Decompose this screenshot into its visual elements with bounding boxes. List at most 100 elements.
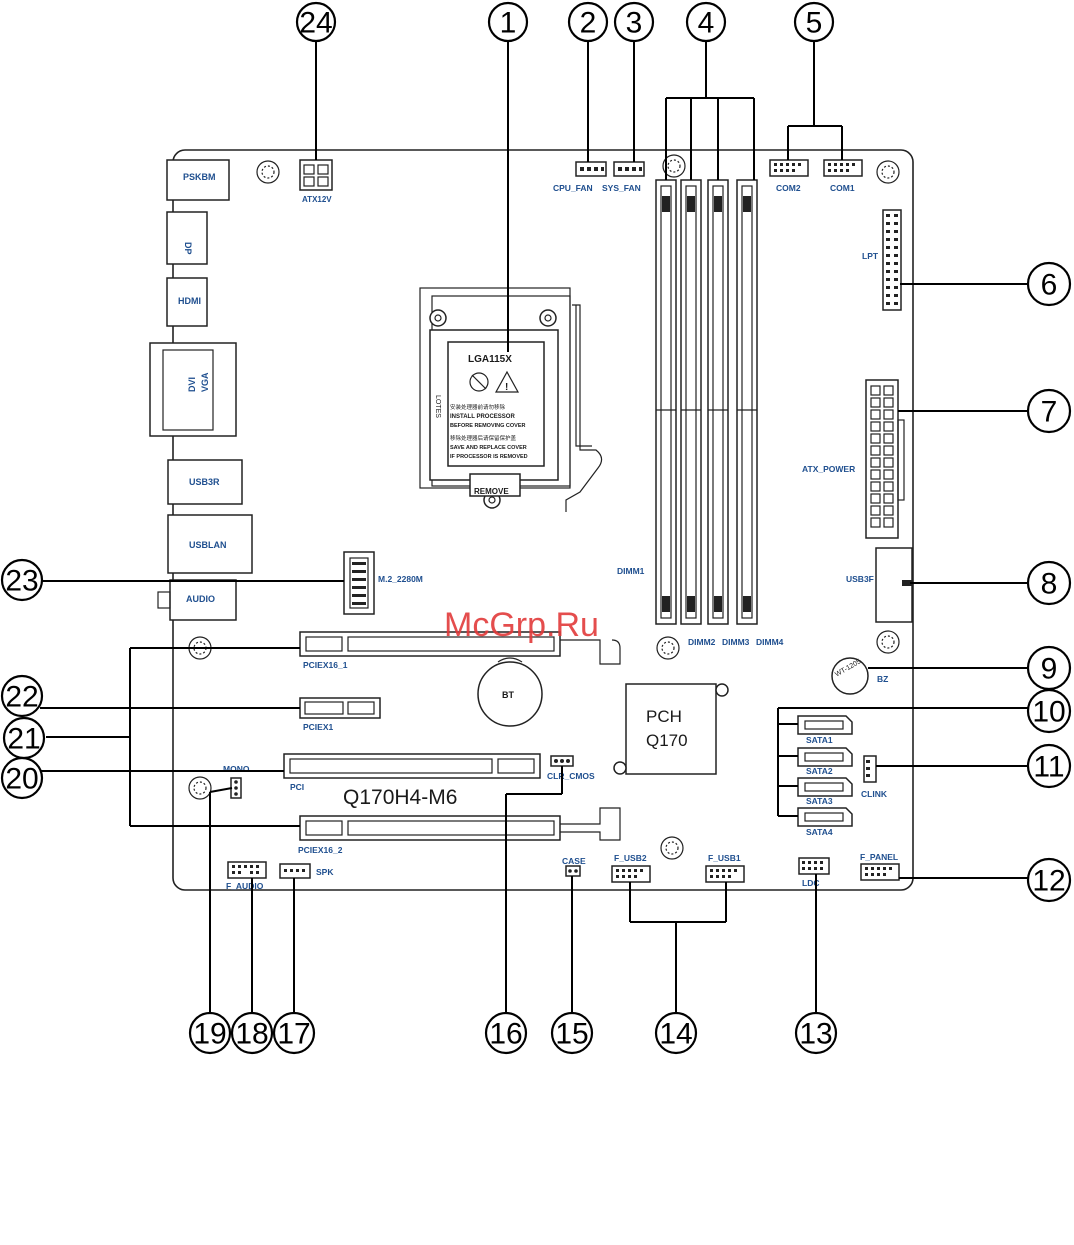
- pciex16-2-slot: PCIEX16_2: [298, 807, 621, 855]
- socket-line-5: SAVE AND REPLACE COVER: [450, 445, 527, 451]
- socket-line-6: IF PROCESSOR IS REMOVED: [450, 454, 528, 460]
- com1-label: COM1: [830, 183, 855, 193]
- callout-13: 13: [794, 1011, 838, 1055]
- callout-8: 8: [1026, 560, 1072, 606]
- f-panel-label: F_PANEL: [860, 852, 898, 862]
- svg-text:!: !: [505, 382, 508, 393]
- socket-line-1: 安装处理器前请勿移除: [450, 403, 506, 411]
- callout-2: 2: [567, 1, 609, 43]
- svg-text:21: 21: [7, 723, 40, 756]
- lga-label: LGA115X: [468, 354, 512, 365]
- svg-text:7: 7: [1041, 396, 1058, 429]
- pciex16-1-label: PCIEX16_1: [303, 660, 348, 670]
- pciex16-1-slot: PCIEX16_1: [299, 631, 621, 670]
- callout-24: 24: [295, 1, 337, 43]
- sata4-label: SATA4: [806, 827, 833, 837]
- callout-14: 14: [654, 1011, 698, 1055]
- dimm2-slot: [680, 179, 702, 625]
- dvi-label: DVI: [187, 377, 197, 392]
- callout-4: 4: [685, 1, 727, 43]
- svg-text:12: 12: [1032, 865, 1065, 898]
- svg-text:20: 20: [5, 763, 38, 796]
- svg-text:1: 1: [500, 7, 517, 40]
- pch-line-2: Q170: [646, 731, 688, 750]
- callout-3: 3: [613, 1, 655, 43]
- leader-lines: [40, 40, 1028, 1016]
- svg-text:6: 6: [1041, 269, 1058, 302]
- svg-text:15: 15: [555, 1018, 588, 1051]
- svg-text:13: 13: [799, 1018, 832, 1051]
- socket-line-2: INSTALL PROCESSOR: [450, 414, 515, 420]
- board-model: Q170H4-M6: [343, 786, 457, 809]
- callout-23: 23: [0, 558, 44, 602]
- f-audio-header: F_AUDIO: [226, 861, 267, 891]
- callout-10: 10: [1026, 688, 1072, 734]
- clr-cmos-jumper: CLR_CMOS: [547, 755, 595, 781]
- f-audio-label: F_AUDIO: [226, 881, 264, 891]
- hdmi-port: [166, 277, 208, 327]
- callout-20: 20: [0, 756, 44, 800]
- pci-label: PCI: [290, 782, 304, 792]
- svg-text:24: 24: [299, 7, 332, 40]
- callout-16: 16: [484, 1011, 528, 1055]
- f-usb2-header: F_USB2: [611, 853, 651, 883]
- clink-label: CLINK: [861, 789, 888, 799]
- callout-15: 15: [550, 1011, 594, 1055]
- hdmi-label: HDMI: [178, 296, 201, 306]
- callout-21: 21: [2, 716, 46, 760]
- svg-text:5: 5: [806, 7, 823, 40]
- dp-port: [166, 211, 208, 265]
- socket-line-3: BEFORE REMOVING COVER: [450, 423, 526, 429]
- svg-text:22: 22: [5, 681, 38, 714]
- m2-slot: M.2_2280M: [343, 551, 423, 615]
- pskbm-label: PSKBM: [183, 172, 216, 182]
- pciex16-2-label: PCIEX16_2: [298, 845, 343, 855]
- clink-header: CLINK: [861, 755, 888, 799]
- lpt-label: LPT: [862, 251, 879, 261]
- callout-22: 22: [0, 674, 44, 718]
- spk-label: SPK: [316, 867, 334, 877]
- vga-label: VGA: [200, 372, 210, 392]
- f-panel-header: F_PANEL: [860, 852, 900, 881]
- audio-label: AUDIO: [186, 594, 215, 604]
- com2-label: COM2: [776, 183, 801, 193]
- svg-text:9: 9: [1041, 653, 1058, 686]
- svg-text:16: 16: [489, 1018, 522, 1051]
- sata3-label: SATA3: [806, 796, 833, 806]
- callout-6: 6: [1026, 261, 1072, 307]
- svg-text:8: 8: [1041, 568, 1058, 601]
- socket-line-4: 移除处理器后请保留保护盖: [450, 434, 517, 442]
- sys-fan-label: SYS_FAN: [602, 183, 641, 193]
- ldc-header: LDC: [798, 857, 830, 888]
- callout-7: 7: [1026, 388, 1072, 434]
- f-usb1-label: F_USB1: [708, 853, 741, 863]
- clr-cmos-label: CLR_CMOS: [547, 771, 595, 781]
- svg-text:4: 4: [698, 7, 715, 40]
- svg-text:18: 18: [235, 1018, 268, 1051]
- case-label: CASE: [562, 856, 586, 866]
- dimm3-label: DIMM3: [722, 637, 750, 647]
- usblan-port: [167, 514, 253, 574]
- callout-18: 18: [230, 1011, 274, 1055]
- usblan-label: USBLAN: [189, 540, 227, 550]
- usb3r-label: USB3R: [189, 477, 220, 487]
- buzzer: WT-1205 BZ: [831, 657, 888, 695]
- callout-12: 12: [1026, 857, 1072, 903]
- svg-text:2: 2: [580, 7, 597, 40]
- cpu-fan-label: CPU_FAN: [553, 183, 593, 193]
- bt-label: BT: [502, 690, 514, 700]
- dimm3-slot: [707, 179, 729, 625]
- audio-port: [169, 579, 237, 621]
- callout-19: 19: [188, 1011, 232, 1055]
- dimm-slots: DIMM1 DIMM2 DIMM3 DIMM4: [617, 179, 784, 647]
- pci-slot: PCI: [283, 753, 541, 792]
- svg-text:10: 10: [1032, 696, 1065, 729]
- m2-label: M.2_2280M: [378, 574, 423, 584]
- dimm1-slot: [655, 179, 677, 625]
- battery: BT: [477, 657, 543, 727]
- svg-text:11: 11: [1033, 751, 1064, 784]
- sata1-port: SATA1: [797, 715, 853, 745]
- f-usb2-label: F_USB2: [614, 853, 647, 863]
- svg-text:23: 23: [5, 565, 38, 598]
